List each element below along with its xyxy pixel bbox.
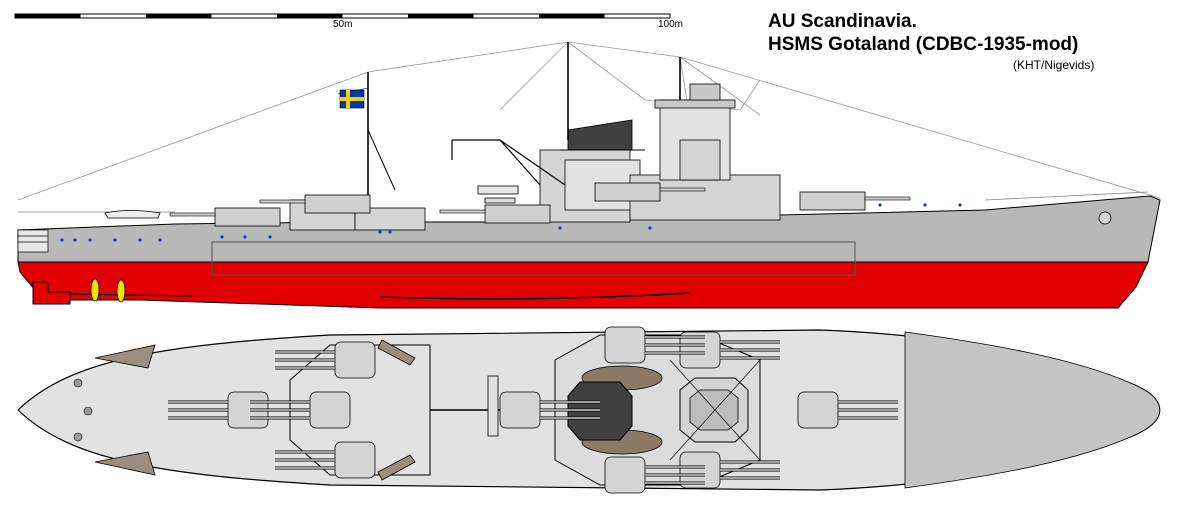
side-view	[17, 42, 1161, 309]
propeller-icon	[116, 279, 126, 303]
rudder	[32, 281, 71, 305]
porthole	[113, 238, 117, 242]
porthole	[878, 203, 882, 207]
top-view	[17, 326, 1161, 494]
anchor-crest-icon	[1098, 211, 1112, 225]
porthole	[88, 238, 92, 242]
porthole	[243, 235, 247, 239]
gun-turret-icon	[499, 391, 600, 429]
gun-turret-icon	[275, 441, 376, 479]
porthole	[73, 238, 77, 242]
gun-turret-icon	[169, 207, 281, 227]
gun-turret-icon	[250, 391, 351, 429]
gun-turret-icon	[799, 191, 911, 211]
porthole	[378, 230, 382, 234]
porthole	[388, 230, 392, 234]
scale-bar	[14, 13, 671, 19]
gun-turret-icon	[604, 326, 705, 364]
crane-icon	[451, 139, 566, 186]
porthole	[558, 226, 562, 230]
porthole	[648, 226, 652, 230]
porthole	[60, 238, 64, 242]
gun-turret-icon	[594, 182, 706, 202]
gun-turret-icon	[604, 456, 705, 494]
porthole	[923, 203, 927, 207]
title-line-1: AU Scandinavia.	[768, 11, 917, 32]
gun-turret-icon	[797, 391, 898, 429]
gun-turret-icon	[275, 341, 376, 379]
title-block: AU Scandinavia. HSMS Gotaland (CDBC-1935…	[768, 10, 1078, 56]
ensign-flag-icon	[337, 87, 369, 109]
scale-label-50m: 50m	[333, 19, 353, 30]
porthole	[268, 235, 272, 239]
author-credit: (KHT/Nigevids)	[1013, 58, 1095, 72]
scale-label-100m: 100m	[658, 19, 684, 30]
gun-turret-icon	[679, 331, 780, 369]
gun-turret-icon	[439, 204, 551, 224]
propeller-icon	[90, 278, 100, 302]
funnel	[567, 119, 633, 151]
armor-belt	[211, 241, 856, 276]
gun-turret-icon	[259, 194, 371, 214]
porthole	[158, 238, 162, 242]
title-line-2: HSMS Gotaland (CDBC-1935-mod)	[768, 34, 1079, 55]
porthole	[138, 238, 142, 242]
porthole	[220, 235, 224, 239]
upper-hull-grey	[17, 195, 1161, 263]
porthole	[958, 203, 962, 207]
ships-boat	[104, 210, 161, 219]
lower-hull-red	[17, 261, 1149, 309]
gun-turret-icon	[679, 451, 780, 489]
floatplane-icon	[477, 185, 519, 204]
